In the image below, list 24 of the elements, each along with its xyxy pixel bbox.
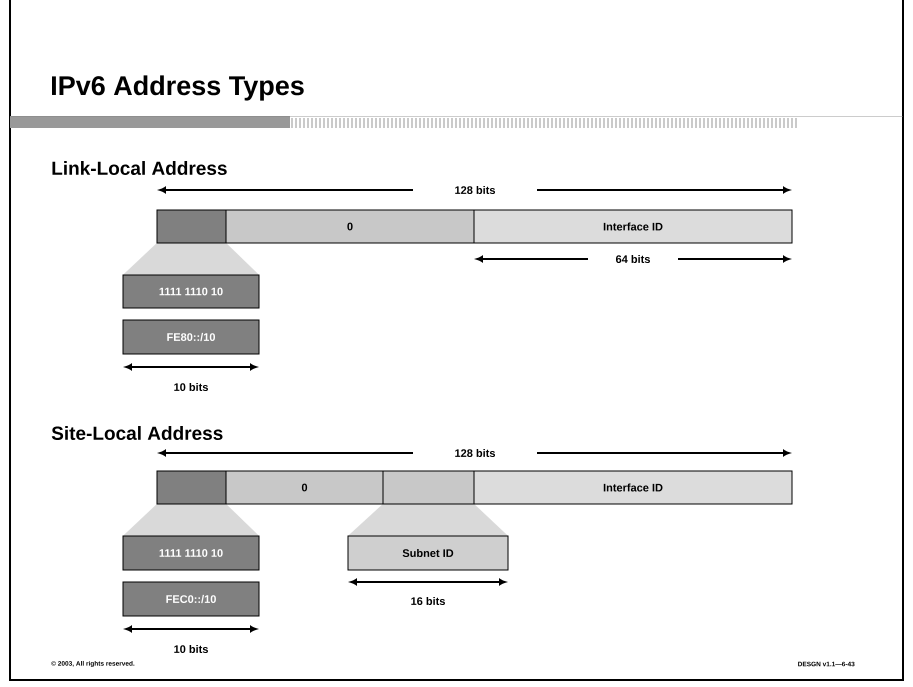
section-heading: Link-Local Address [52,161,227,175]
field-box: Subnet ID [348,536,508,570]
section-heading: Site-Local Address [52,426,222,440]
field-box: FEC0::/10 [122,582,260,616]
field-box: 1111 1110 10 [122,536,260,570]
field-box [156,470,226,504]
expansion-fan [348,504,508,536]
field-box: 0 [226,470,384,504]
dimension-label: 64 bits [616,254,650,264]
dimension-label: 10 bits [174,382,208,392]
field-box [156,210,226,244]
field-box: Interface ID [474,470,792,504]
field-box: FE80::/10 [122,320,260,354]
field-box: 0 [226,210,474,244]
field-box: 1111 1110 10 [122,274,260,308]
dimension-label: 10 bits [174,644,208,654]
field-box: Interface ID [474,210,792,244]
field-box [382,470,474,504]
dimension-label: 128 bits [455,448,496,458]
dimension-label: 16 bits [411,596,445,606]
slide-title: IPv6 Address Types [52,75,304,101]
expansion-fan [122,504,260,536]
dimension-label: 128 bits [455,186,496,194]
expansion-fan [122,242,260,276]
